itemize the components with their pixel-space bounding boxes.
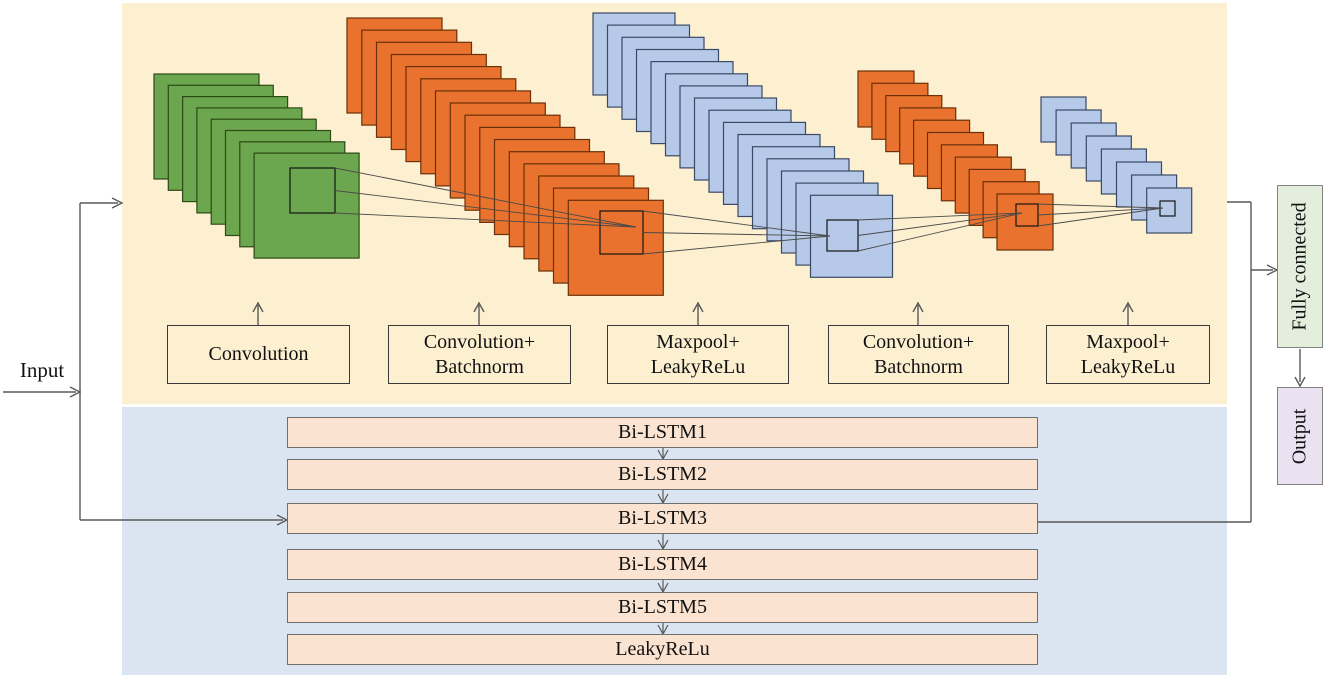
receptive-field-line xyxy=(1037,207,1164,227)
lstm-row-bilstm1: Bi-LSTM1 xyxy=(287,417,1038,448)
stage-label-line: Convolution+ xyxy=(862,330,975,353)
fully-connected-label: Fully connected xyxy=(1288,202,1311,331)
cnn-entry-arrowhead-icon xyxy=(111,197,124,209)
lstm-row-bilstm5: Bi-LSTM5 xyxy=(287,592,1038,623)
feature-map-conv3-batchnorm xyxy=(996,193,1054,251)
receptive-field-line xyxy=(642,235,831,255)
stage-label-line: Batchnorm xyxy=(874,355,963,378)
stage-label-conv-batchnorm-1: Convolution+ Batchnorm xyxy=(388,325,571,384)
output-box: Output xyxy=(1277,387,1323,485)
receptive-field-line xyxy=(1037,203,1164,209)
stage-arrowhead-icon xyxy=(1122,301,1134,313)
stage-label-maxpool-leakyrelu-1: Maxpool+ LeakyReLu xyxy=(607,325,789,384)
lstm-row-bilstm3: Bi-LSTM3 xyxy=(287,503,1038,534)
stage-label-line: Convolution+ xyxy=(423,330,536,353)
feature-map-maxpool2-leakyrelu xyxy=(1146,187,1193,234)
output-arrowhead-icon xyxy=(1294,376,1306,388)
stage-arrowhead-icon xyxy=(912,301,924,313)
feature-map-conv2-batchnorm xyxy=(567,199,664,296)
stage-arrowhead-icon xyxy=(473,301,485,313)
receptive-field-line xyxy=(857,212,1023,252)
stage-label-line: Convolution xyxy=(208,343,309,365)
stage-arrowhead-icon xyxy=(252,301,264,313)
stage-label-line: LeakyReLu xyxy=(1080,355,1176,378)
receptive-field-line xyxy=(1037,207,1164,216)
stage-label-line: Maxpool+ xyxy=(1086,330,1170,353)
stage-arrowhead-icon xyxy=(692,301,704,313)
stage-label-conv-batchnorm-2: Convolution+ Batchnorm xyxy=(828,325,1009,384)
stage-label-maxpool-leakyrelu-2: Maxpool+ LeakyReLu xyxy=(1046,325,1210,384)
lstm-row-bilstm4: Bi-LSTM4 xyxy=(287,549,1038,580)
lstm-branch-panel xyxy=(122,407,1227,675)
receptive-field-line xyxy=(334,212,637,228)
output-label: Output xyxy=(1288,408,1311,464)
receptive-field-line xyxy=(334,190,637,228)
fully-connected-box: Fully connected xyxy=(1277,185,1323,348)
stage-label-line: LeakyReLu xyxy=(650,355,746,378)
input-label: Input xyxy=(19,358,65,382)
receptive-field-line xyxy=(642,210,831,237)
receptive-field-line xyxy=(857,212,1023,236)
lstm-row-bilstm2: Bi-LSTM2 xyxy=(287,459,1038,490)
stage-label-line: Batchnorm xyxy=(435,355,524,378)
lstm-row-leakyrelu: LeakyReLu xyxy=(287,634,1038,665)
stage-label-convolution: Convolution xyxy=(167,325,350,384)
receptive-field-line xyxy=(334,167,637,228)
feature-map-conv1 xyxy=(253,152,360,259)
receptive-field-line xyxy=(857,212,1023,221)
stage-label-line: Maxpool+ xyxy=(656,330,740,353)
receptive-field-line xyxy=(642,232,831,237)
